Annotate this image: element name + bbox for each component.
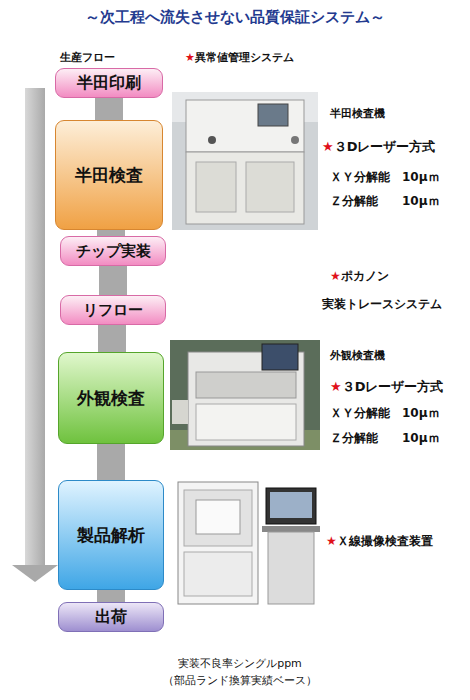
- flow-arrow: [12, 88, 58, 582]
- flow-connector: [95, 98, 123, 120]
- note-label: ＸＹ分解能 10μｍ: [330, 405, 440, 422]
- process-box: 半田検査: [55, 120, 163, 230]
- box-label: 半田印刷: [77, 73, 141, 94]
- box-label: リフロー: [83, 301, 143, 320]
- title: ～次工程へ流失させない品質保証システム～: [0, 8, 470, 27]
- box-label: 製品解析: [77, 524, 145, 547]
- note-label: ★異常値管理システム: [185, 50, 294, 65]
- box-label: 出荷: [95, 607, 127, 628]
- visual-inspector-photo: [170, 340, 320, 450]
- caption: 実装不良率シングルppm （部品ランド換算実績ベース）: [140, 655, 340, 689]
- flow-connector: [99, 266, 127, 295]
- note-label: ★３Dレーザー方式: [322, 138, 435, 156]
- process-box: 製品解析: [58, 480, 164, 590]
- process-box: 出荷: [58, 602, 164, 632]
- note-label: Ｚ分解能 10μｍ: [330, 193, 440, 210]
- process-box: リフロー: [60, 295, 166, 325]
- note-label: ★Ｘ線撮像検査装置: [326, 533, 433, 550]
- note-label: 半田検査機: [330, 106, 385, 121]
- flow-connector: [97, 590, 125, 602]
- note-label: 生産フロー: [60, 50, 115, 65]
- process-box: 半田印刷: [55, 68, 163, 98]
- process-box: 外観検査: [58, 352, 164, 444]
- note-label: 外観検査機: [330, 348, 385, 363]
- note-label: Ｚ分解能 10μｍ: [330, 430, 440, 447]
- note-label: ★ポカノン: [330, 268, 389, 285]
- box-label: チップ実装: [76, 242, 151, 261]
- box-label: 外観検査: [77, 387, 145, 410]
- solder-inspector-photo: [172, 92, 318, 230]
- note-label: 実装トレースシステム: [322, 296, 442, 313]
- note-label: ★３Dレーザー方式: [330, 378, 443, 396]
- process-box: チップ実装: [60, 236, 166, 266]
- flow-connector: [98, 325, 126, 352]
- box-label: 半田検査: [75, 164, 143, 187]
- xray-inspector-photo: [178, 482, 320, 604]
- flow-connector: [97, 444, 125, 480]
- note-label: ＸＹ分解能 10μｍ: [330, 169, 440, 186]
